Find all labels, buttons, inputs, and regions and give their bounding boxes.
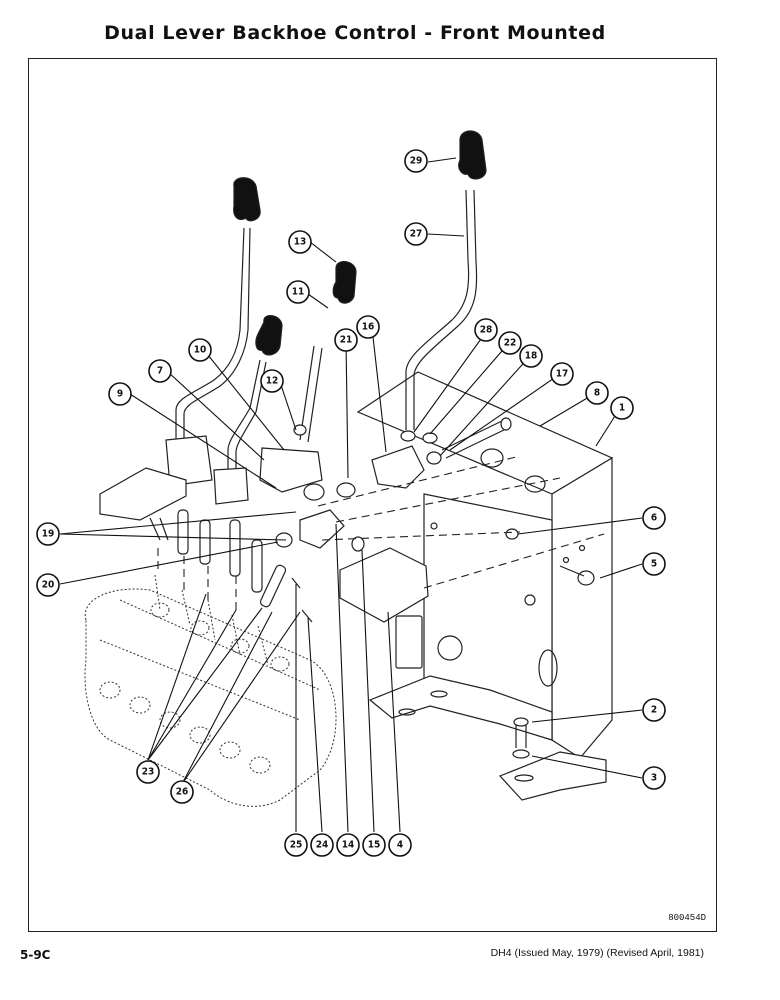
callout-3-label: 3 [651,773,657,784]
callout-9: 9 [108,382,132,406]
callout-24: 24 [310,833,334,857]
leader-lines [59,157,643,833]
callout-14: 14 [336,833,360,857]
callout-5: 5 [642,552,666,576]
callout-10: 10 [188,338,212,362]
callout-5-label: 5 [651,559,657,570]
callout-11: 11 [286,280,310,304]
callout-7: 7 [148,359,172,383]
callout-15: 15 [362,833,386,857]
callout-20: 20 [36,573,60,597]
callout-17: 17 [550,362,574,386]
callout-19: 19 [36,522,60,546]
callout-2-label: 2 [651,705,657,716]
callout-2: 2 [642,698,666,722]
callout-6: 6 [642,506,666,530]
callout-3: 3 [642,766,666,790]
callout-26-label: 26 [176,787,189,798]
callout-18-label: 18 [525,351,538,362]
mounting-bracket [356,371,614,801]
diagram-frame: 800454D [28,58,717,932]
callout-4: 4 [388,833,412,857]
page-number: 5-9C [20,948,51,962]
callout-16: 16 [356,315,380,339]
callout-7-label: 7 [157,366,163,377]
callout-26: 26 [170,780,194,804]
callout-9-label: 9 [117,389,123,400]
callout-8-label: 8 [594,388,600,399]
callout-27: 27 [404,222,428,246]
assembly-lines [157,455,605,612]
callout-21-label: 21 [340,335,353,346]
callout-4-label: 4 [397,840,403,851]
callout-29-label: 29 [410,156,423,167]
callout-23-label: 23 [142,767,155,778]
callout-12-label: 12 [266,376,279,387]
callout-25: 25 [284,833,308,857]
callout-15-label: 15 [368,840,381,851]
callout-23: 23 [136,760,160,784]
callout-12: 12 [260,369,284,393]
callout-17-label: 17 [556,369,569,380]
callout-22-label: 22 [504,338,517,349]
callout-22: 22 [498,331,522,355]
callout-13-label: 13 [294,237,307,248]
control-levers [99,130,595,759]
callout-19-label: 19 [42,529,55,540]
callout-28-label: 28 [480,325,493,336]
callout-6-label: 6 [651,513,657,524]
callout-1: 1 [610,396,634,420]
callout-21: 21 [334,328,358,352]
callout-8: 8 [585,381,609,405]
callout-1-label: 1 [619,403,625,414]
callout-10-label: 10 [194,345,207,356]
issue-info: DH4 (Issued May, 1979) (Revised April, 1… [490,947,704,959]
control-valve-bank [84,574,337,807]
callout-11-label: 11 [292,287,305,298]
callout-16-label: 16 [362,322,375,333]
callout-24-label: 24 [316,840,329,851]
callout-14-label: 14 [342,840,355,851]
callout-25-label: 25 [290,840,303,851]
callout-28: 28 [474,318,498,342]
callout-13: 13 [288,230,312,254]
page-title: Dual Lever Backhoe Control - Front Mount… [104,22,606,44]
figure-code: 800454D [668,913,706,923]
callout-20-label: 20 [42,580,55,591]
callout-27-label: 27 [410,229,423,240]
callout-18: 18 [519,344,543,368]
callout-29: 29 [404,149,428,173]
